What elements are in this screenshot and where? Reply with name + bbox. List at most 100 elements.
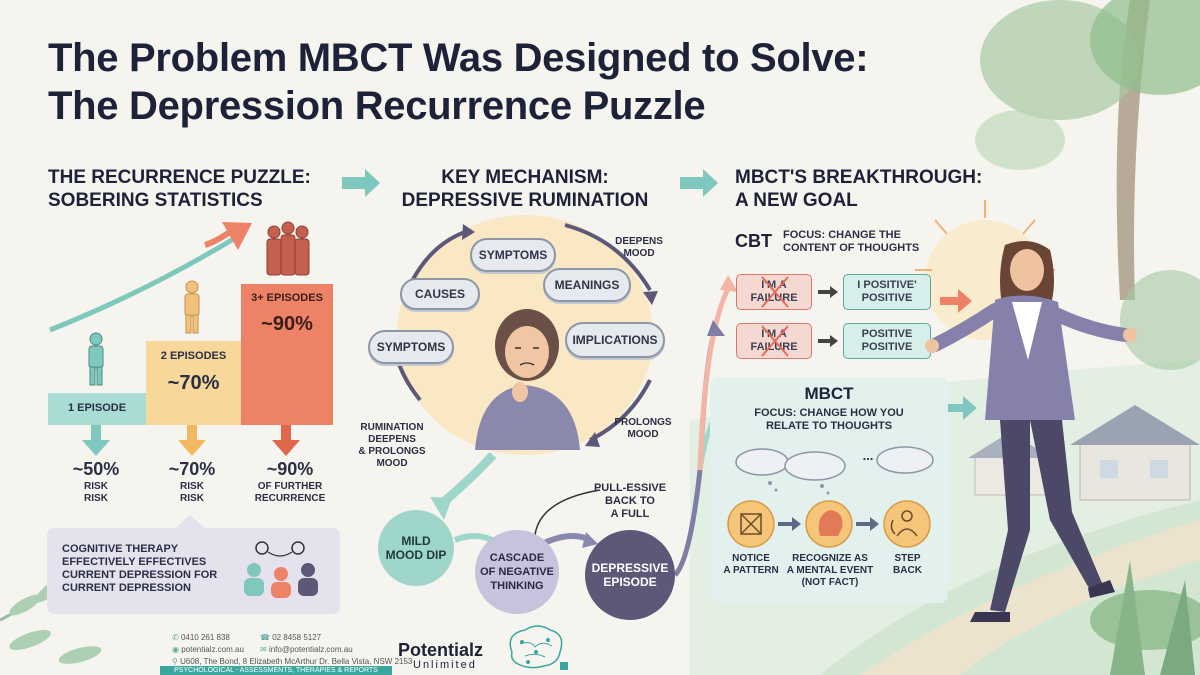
- risk-3-sub2: RECURRENCE: [254, 493, 326, 504]
- brand-name: Potentialz: [398, 640, 484, 660]
- callout-line3: CURRENT DEPRESSION FOR: [62, 569, 218, 581]
- cbt-focus-1: FOCUS: CHANGE THE: [783, 229, 901, 241]
- step-back-label: STEP BACK: [880, 553, 935, 577]
- rumination-label-1: RUMINATION: [360, 422, 424, 433]
- pos2-line2: POSITIVE: [861, 341, 913, 353]
- callout-text: COGNITIVE THERAPY EFFECTIVELY EFFECTIVES…: [62, 543, 252, 595]
- phone-2[interactable]: ☎ 02 8458 5127: [260, 633, 321, 642]
- website-link[interactable]: ◉ potentialz.com.au: [172, 645, 244, 654]
- arrow-right-icon: [778, 517, 879, 531]
- mild-label-1: MILD: [401, 534, 431, 548]
- rumination-label: RUMINATION DEEPENS & PROLONGS MOOD: [352, 422, 432, 470]
- rumination-label-2: DEEPENS: [368, 434, 416, 445]
- risk-1-sub1: RISK: [84, 481, 108, 492]
- cascade-node: CASCADE OF NEGATIVE THINKING: [475, 530, 559, 614]
- cloud-causes: CAUSES: [400, 278, 480, 310]
- bar-1-episode: [48, 393, 146, 425]
- deepens-label-1: DEEPENS: [615, 236, 663, 247]
- mail-icon: ✉: [260, 645, 269, 654]
- step1-line1: NOTICE: [732, 553, 770, 564]
- cloud-implications: IMPLICATIONS: [565, 322, 665, 358]
- step-notice-label: NOTICE A PATTERN: [716, 553, 786, 577]
- phone-1[interactable]: ✆ 0410 261 838: [172, 633, 230, 642]
- bar-2-episodes: [146, 341, 241, 425]
- callout-line4: CURRENT DEPRESSION: [62, 582, 191, 594]
- phone-2-text: 02 8458 5127: [272, 633, 322, 642]
- arrow-right-icon: [342, 169, 718, 197]
- fail2-line2: FAILURE: [750, 341, 798, 353]
- pull-back-label: PULL-ESSIVE BACK TO A FULL: [590, 482, 670, 521]
- risk-3-sub: OF FURTHER RECURRENCE: [240, 481, 340, 505]
- prolongs-label-1: PROLONGS: [614, 417, 672, 428]
- mbct-label: MBCT: [804, 384, 854, 403]
- risk-2-sub2: RISK: [180, 493, 204, 504]
- step2-line1: RECOGNIZE AS: [792, 553, 868, 564]
- globe-icon: ◉: [172, 645, 182, 654]
- mbct-focus-2: RELATE TO THOUGHTS: [765, 420, 893, 432]
- left-heading: THE RECURRENCE PUZZLE: SOBERING STATISTI…: [48, 166, 311, 212]
- bar-2-value: ~70%: [167, 372, 220, 394]
- risk-2-sub1: RISK: [180, 481, 204, 492]
- email-link[interactable]: ✉ info@potentialz.com.au: [260, 645, 353, 654]
- pos1-line1: I POSITIVE': [857, 279, 917, 291]
- callout-line2: EFFECTIVELY EFFECTIVES: [62, 556, 207, 568]
- brand-sub: Unlimited: [413, 659, 477, 671]
- cascade-label-3: THINKING: [490, 580, 544, 592]
- phone-icon: ✆: [172, 633, 181, 642]
- risk-1-sub: RISK RISK: [56, 481, 136, 505]
- tree-icon: [975, 0, 1200, 370]
- teal-arrow-icon: [945, 396, 977, 420]
- email-text: info@potentialz.com.au: [268, 645, 353, 654]
- rumination-label-3: & PROLONGS: [358, 446, 426, 457]
- cascade-label-2: OF NEGATIVE: [480, 566, 554, 578]
- step3-line2: BACK: [893, 565, 922, 576]
- notice-pattern-icon: [727, 500, 775, 548]
- title-line-2: The Depression Recurrence Puzzle: [48, 84, 706, 128]
- bar-2-label: 2 EPISODES: [160, 350, 227, 362]
- pos1-line2: POSITIVE: [861, 292, 913, 304]
- deepens-mood-label: DEEPENS MOOD: [604, 236, 674, 260]
- fail1-line2: FAILURE: [750, 292, 798, 304]
- brain-logo-icon: [509, 625, 568, 670]
- mild-label-2: MOOD DIP: [385, 548, 447, 562]
- prolongs-label-2: MOOD: [627, 429, 659, 440]
- down-arrow-icon: [82, 425, 300, 456]
- phone-icon: ☎: [260, 633, 273, 642]
- pull-label-2: BACK TO: [605, 495, 655, 507]
- risk-2-pct: ~70%: [168, 459, 216, 479]
- left-heading-line2: SOBERING STATISTICS: [48, 190, 263, 211]
- risk-1-sub2: RISK: [84, 493, 108, 504]
- mind-head-icon: [805, 500, 853, 548]
- middle-heading-line1: KEY MECHANISM:: [441, 167, 609, 188]
- tagline-bar: PSYCHOLOGICAL - ASSESSMENTS, THERAPIES &…: [160, 666, 392, 675]
- pull-label-1: PULL-ESSIVE: [593, 482, 667, 494]
- step1-line2: A PATTERN: [723, 565, 779, 576]
- bar-3-episodes: [241, 284, 333, 425]
- cloud-symptoms-left: SYMPTOMS: [368, 330, 454, 364]
- right-heading-line1: MBCT'S BREAKTHROUGH:: [735, 167, 983, 188]
- woman-icon: [925, 241, 1137, 622]
- group-icon: [266, 221, 310, 276]
- pull-label-3: A FULL: [610, 508, 650, 520]
- address-text: U608, The Bond, 8 Elizabeth McArthur Dr.…: [180, 657, 413, 666]
- cbt-focus-2: CONTENT OF THOUGHTS: [783, 242, 920, 254]
- callout-line1: COGNITIVE THERAPY: [62, 543, 179, 555]
- phone-1-text: 0410 261 838: [180, 633, 230, 642]
- address: ⚲ U608, The Bond, 8 Elizabeth McArthur D…: [172, 657, 412, 666]
- plant-icon: [1090, 560, 1200, 675]
- location-icon: ⚲: [172, 657, 181, 666]
- positive-box-1: I POSITIVE'POSITIVE: [843, 274, 931, 310]
- cross-icon: [761, 276, 789, 357]
- cbt-focus: FOCUS: CHANGE THE CONTENT OF THOUGHTS: [783, 229, 919, 255]
- coral-arrow-icon: [940, 289, 972, 313]
- cascade-label-1: CASCADE: [489, 552, 545, 564]
- step2-line3: (NOT FACT): [801, 577, 859, 588]
- left-heading-line1: THE RECURRENCE PUZZLE:: [48, 167, 311, 188]
